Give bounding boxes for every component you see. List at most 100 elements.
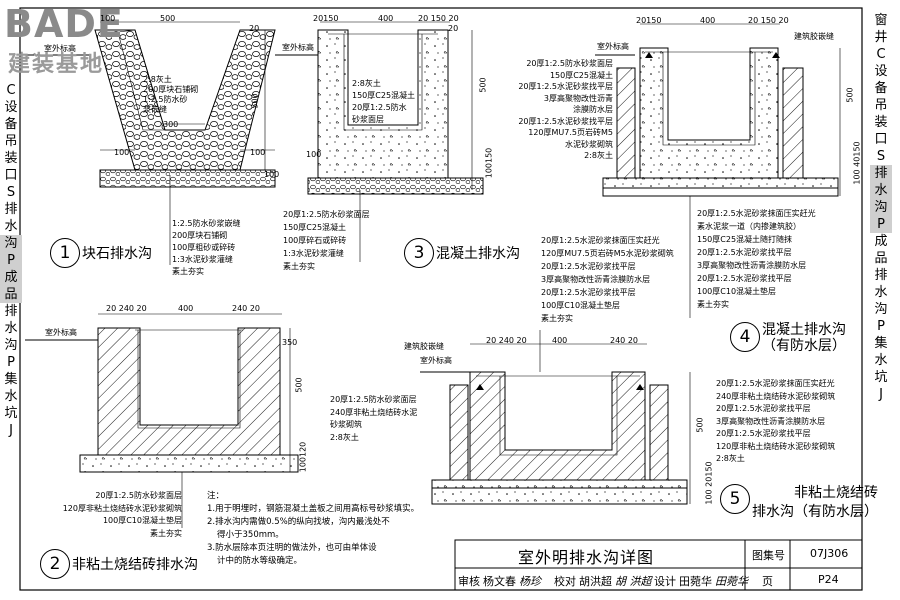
dim-label: 400 xyxy=(552,336,568,345)
layer-text: 20厚1:2.5水泥砂浆找平层 xyxy=(518,116,613,126)
design-label: 设计 xyxy=(654,575,676,588)
layer-text: 20厚1:2.5水泥砂浆抹面压实赶光 xyxy=(716,379,835,388)
dim-label: 240 20 xyxy=(232,304,260,313)
layer-text: 1:3水泥砂浆灌缝 xyxy=(283,249,344,258)
side-index-char: 窗 xyxy=(874,13,888,28)
note-line: 1.用于明埋时，钢筋混凝土盖板之间用高标号砂浆填实。 xyxy=(207,504,420,514)
side-index-char: P xyxy=(7,355,15,370)
layer-text: 20厚1:2.5水泥砂浆抹面压实赶光 xyxy=(541,236,660,245)
side-index-char: C xyxy=(6,83,16,98)
layer-text: 素土夯实 xyxy=(697,300,729,309)
notes-heading: 注： xyxy=(207,491,225,501)
note-line: 3.防水层除本页注明的做法外，也可由单体设 xyxy=(207,543,377,553)
atlas-number-label: 图集号 xyxy=(752,549,785,562)
layer-text: 100厚C10混凝土垫层 xyxy=(541,301,621,310)
dim-label: 400 xyxy=(378,14,394,23)
d1-base-layers: 1:2.5防水砂浆嵌缝 200厚块石铺砌 100厚粗砂或碎砖 1:3水泥砂浆灌缝… xyxy=(172,218,241,278)
detail-title-5-line2: 排水沟（有防水层） xyxy=(752,504,878,520)
side-index-char: P xyxy=(877,319,885,334)
layer-text: 20厚1:2.5水泥砂浆找平层 xyxy=(541,288,636,297)
layer-text: 200厚块石铺砌 xyxy=(172,231,228,240)
dim-label: 100 40150 xyxy=(852,141,862,185)
side-index-char: 水 xyxy=(874,285,888,300)
page-label: 页 xyxy=(762,575,773,588)
review-signature: 杨珍 xyxy=(519,575,541,588)
dim-label: 100 xyxy=(250,148,266,157)
dim-label: 500 xyxy=(294,377,304,393)
side-index-char: 吊 xyxy=(4,134,18,149)
layer-text: 100厚碎石或碎砖 xyxy=(283,236,347,245)
layer-text: 素土夯实 xyxy=(541,314,573,323)
brand-logo: BADE xyxy=(4,2,124,46)
side-index-char: 排 xyxy=(4,202,18,217)
side-index-char: 备 xyxy=(4,117,18,132)
side-index-char: 水 xyxy=(4,389,18,404)
layer-text: 100厚粗砂或碎砖 xyxy=(172,243,236,252)
dim-label: 20150 xyxy=(313,14,339,23)
note-line: 2.排水沟内需做0.5%的纵向找坡，沟内最浅处不 xyxy=(207,517,390,527)
sealant-label: 建筑胶嵌缝 xyxy=(404,342,444,351)
dim-label: 400 xyxy=(700,16,716,25)
side-index-char: 水 xyxy=(4,219,18,234)
side-index-char: 井 xyxy=(874,30,888,45)
d1-inner-layers: 2:8灰土 200厚块石铺砌 1:2.5防水砂 浆嵌缝 xyxy=(143,75,198,115)
detail-3-concrete-ditch xyxy=(275,21,484,262)
detail-title-5-line1: 非粘土烧结砖 xyxy=(794,485,878,501)
layer-text: 120厚MU7.5页岩砖M5水泥砂浆砌筑 xyxy=(541,249,674,258)
layer-text: 砂浆面层 xyxy=(352,115,384,124)
side-index-char: 水 xyxy=(870,182,892,199)
detail-title-3: 混凝土排水沟 xyxy=(436,246,520,262)
side-index-char: 口 xyxy=(4,168,18,183)
check-name: 胡洪超 xyxy=(579,575,612,588)
detail-title-1: 块石排水沟 xyxy=(82,246,152,262)
layer-text: 20厚1:2.5水泥砂浆找平层 xyxy=(518,82,613,91)
dim-label: 500 xyxy=(478,77,488,93)
dim-label: 20 150 20 xyxy=(418,14,459,23)
ground-level-label: 室外标高 xyxy=(45,328,77,337)
side-index-char: C xyxy=(876,47,886,62)
side-index-char: 品 xyxy=(0,286,22,303)
note-line: 得小于350mm。 xyxy=(217,530,284,540)
layer-text: 涂膜防水层 xyxy=(573,105,613,114)
detail-title-4-line2: （有防水层） xyxy=(762,338,846,354)
ground-level-label: 室外标高 xyxy=(282,43,314,52)
dim-label: 500 xyxy=(695,417,705,433)
d4-left-layers: 20厚1:2.5防水砂浆面层 150厚C25混凝土 20厚1:2.5水泥砂浆找平… xyxy=(505,58,613,162)
dim-label: 20 xyxy=(249,24,260,33)
side-index-char: 沟 xyxy=(874,302,888,317)
side-index-char: 品 xyxy=(874,251,888,266)
detail-title-2: 非粘土烧结砖排水沟 xyxy=(72,557,198,573)
side-index-char: 沟 xyxy=(0,235,22,252)
layer-text: 240厚非粘土烧结砖水泥 xyxy=(330,407,418,417)
ground-level-label: 室外标高 xyxy=(420,356,452,365)
detail-4-concrete-ditch-waterproof xyxy=(595,23,841,318)
signature-row: 审核 杨文春 杨珍 校对 胡洪超 胡 洪超 设计 田菀华 田菀华 xyxy=(458,573,748,589)
side-index-char: 沟 xyxy=(870,199,892,216)
dim-label: 20 240 20 xyxy=(106,304,147,313)
check-label: 校对 xyxy=(554,575,576,588)
layer-text: 2:8灰土 xyxy=(584,151,613,160)
layer-text: 3厚高聚物改性沥青 xyxy=(543,93,613,103)
dim-label: 100120 xyxy=(298,441,308,473)
side-index-char: J xyxy=(879,387,883,402)
side-index-char: 设 xyxy=(4,100,18,115)
layer-text: 150厚C25混凝土随打随抹 xyxy=(697,235,793,244)
dim-label: 300 xyxy=(163,120,179,129)
dim-label: 350 xyxy=(282,338,298,347)
side-index-char: 水 xyxy=(874,353,888,368)
detail-number-1: 1 xyxy=(50,238,80,268)
layer-text: 3厚高聚物改性沥青涂膜防水层 xyxy=(716,416,826,426)
d4-base-layers: 20厚1:2.5水泥砂浆抹面压实赶光 素水泥浆一道（内掺建筑胶） 150厚C25… xyxy=(697,207,816,311)
sealant-label: 建筑胶嵌缝 xyxy=(794,32,834,41)
layer-text: 素土夯实 xyxy=(150,528,182,538)
dim-label: 500 xyxy=(160,14,176,23)
layer-text: 2:8灰土 xyxy=(143,75,172,84)
title-block-frame xyxy=(454,539,863,591)
layer-text: 浆嵌缝 xyxy=(143,105,167,114)
dim-label: 20 240 20 xyxy=(486,336,527,345)
side-index-char: P xyxy=(0,252,22,269)
layer-text: 120厚MU7.5页岩砖M5 xyxy=(528,128,613,137)
layer-text: 20厚1:2.5防水砂浆面层 xyxy=(95,491,182,500)
side-index-char: 装 xyxy=(4,151,18,166)
